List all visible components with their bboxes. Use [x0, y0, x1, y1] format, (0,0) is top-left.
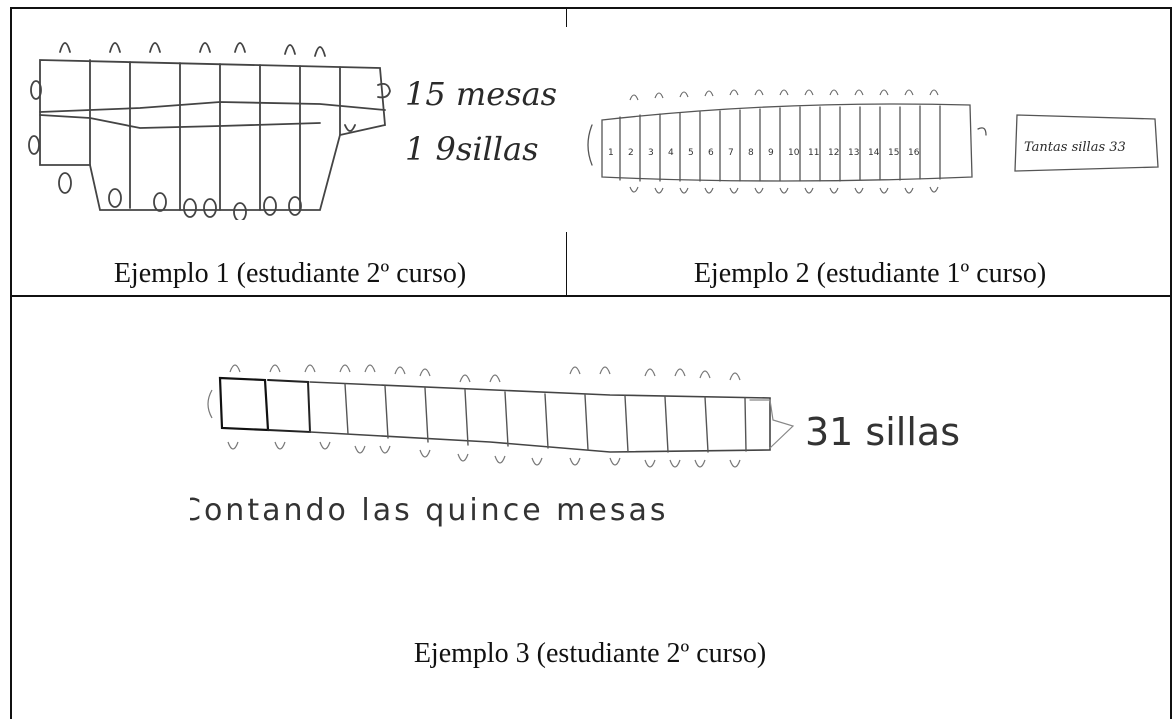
example-3-drawing: 31 sillas Contando las quince mesas	[190, 364, 960, 528]
example-2-table-number: 12	[828, 148, 839, 158]
example-2-table-number: 4	[668, 148, 674, 158]
example-1-note-1: 15 mesas	[405, 75, 557, 113]
example-1-note-2: 1 9sillas	[405, 130, 539, 168]
table-border-divider-bottom	[566, 232, 567, 296]
table-border-right	[1170, 7, 1172, 719]
example-2-table-number: 5	[688, 148, 694, 158]
example-2-table-number: 7	[728, 148, 734, 158]
example-2-table-number: 15	[888, 148, 899, 158]
table-border-divider-top	[566, 7, 567, 27]
example-2-box-text: Tantas sillas 33	[1024, 140, 1126, 155]
table-border-left	[10, 7, 12, 719]
example-2-table-number: 8	[748, 148, 754, 158]
example-2-table-number: 16	[908, 148, 920, 158]
example-3-note: 31 sillas	[805, 410, 960, 454]
example-2-caption: Ejemplo 2 (estudiante 1º curso)	[693, 258, 1047, 289]
example-1-drawing: 15 mesas 1 9sillas	[28, 42, 557, 220]
example-2-table-number: 6	[708, 148, 714, 158]
example-2-table-number: 9	[768, 148, 774, 158]
example-2-table-number: 14	[868, 148, 880, 158]
example-3-note-2: Contando las quince mesas	[190, 493, 669, 528]
example-2-table-number: 2	[628, 148, 634, 158]
example-1-caption: Ejemplo 1 (estudiante 2º curso)	[113, 258, 467, 289]
example-2-table-number: 3	[648, 148, 654, 158]
example-2-table-number: 10	[788, 148, 800, 158]
table-border-top	[10, 7, 1172, 9]
example-2-table-number: 11	[808, 148, 819, 158]
table-border-middle	[10, 295, 1172, 297]
example-3-caption: Ejemplo 3 (estudiante 2º curso)	[413, 638, 767, 669]
example-2-table-number: 13	[848, 148, 859, 158]
example-2-table-number: 1	[608, 148, 614, 158]
